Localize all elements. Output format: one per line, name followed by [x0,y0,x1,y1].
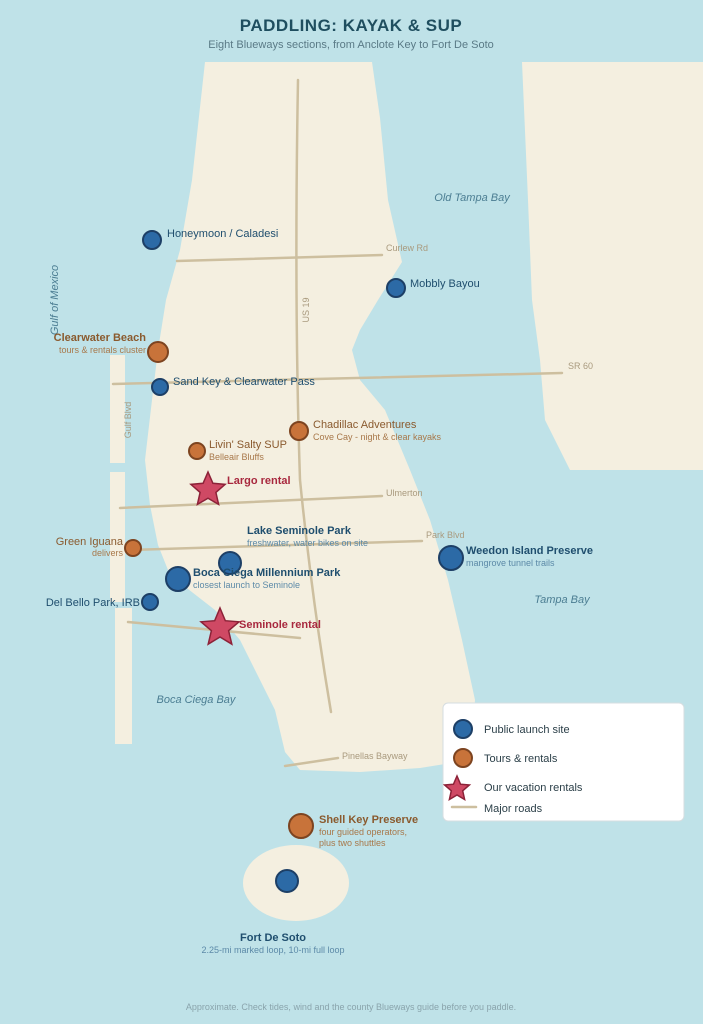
note-chadillac: Cove Cay - night & clear kayaks [313,432,442,442]
legend-roads-label: Major roads [484,803,543,815]
marker-mobbly-bayou[interactable] [386,278,406,298]
barrier-island-south [115,608,132,744]
label-green-iguana: Green Iguana [56,536,124,548]
marker-seminole-rental[interactable] [199,606,241,646]
road-sr60 [111,371,564,386]
water-boca-ciega-bay: Boca Ciega Bay [157,694,237,706]
note-weedon-island: mangrove tunnel trails [466,558,555,568]
legend-rentals-label: Our vacation rentals [484,782,583,794]
marker-boca-ciega[interactable] [165,566,191,592]
label-largo-rental: Largo rental [227,475,291,487]
barrier-island-middle [110,472,125,602]
legend-rentals-icon [442,774,472,802]
note-fort-de-soto: 2.25-mi marked loop, 10-mi full loop [201,945,344,955]
marker-fort-de-soto[interactable] [275,869,299,893]
road-park-blvd [128,539,424,552]
label-seminole-rental: Seminole rental [239,619,321,631]
label-weedon-island: Weedon Island Preserve [466,545,593,557]
marker-sand-key[interactable] [151,378,169,396]
label-boca-ciega: Boca Ciega Millennium Park [193,567,341,579]
road-label-bayway: Pinellas Bayway [342,751,408,761]
label-lake-seminole: Lake Seminole Park [247,525,352,537]
marker-clearwater-beach[interactable] [147,341,169,363]
label-livin-salty: Livin' Salty SUP [209,439,287,451]
road-label-us19: US 19 [301,297,311,322]
note-shell-key-1: four guided operators, [319,827,407,837]
note-clearwater-beach: tours & rentals cluster [59,345,146,355]
road-label-ulmerton: Ulmerton [386,488,423,498]
road-curlew [175,253,384,263]
marker-livin-salty[interactable] [188,442,206,460]
map-title: PADDLING: KAYAK & SUP [240,16,462,35]
water-gulf-of-mexico: Gulf of Mexico [49,265,61,335]
road-ulmerton [118,494,384,510]
road-label-park-blvd: Park Blvd [426,530,465,540]
label-fort-de-soto: Fort De Soto [240,932,306,944]
marker-del-bello[interactable] [141,593,159,611]
legend: Public launch site Tours & rentals Our v… [442,702,685,822]
note-green-iguana: delivers [92,548,124,558]
pinellas-peninsula [145,62,475,772]
label-del-bello: Del Bello Park, IRB [46,597,140,609]
water-tampa-bay: Tampa Bay [534,594,591,606]
label-clearwater-beach: Clearwater Beach [54,332,147,344]
label-sand-key: Sand Key & Clearwater Pass [173,376,315,388]
road-us19 [295,78,333,714]
water-old-tampa-bay: Old Tampa Bay [434,192,511,204]
legend-tours-label: Tours & rentals [484,753,558,765]
marker-chadillac[interactable] [289,421,309,441]
road-label-sr60: SR 60 [568,361,593,371]
marker-weedon-island[interactable] [438,545,464,571]
marker-lake-seminole[interactable] [218,551,242,575]
note-shell-key-2: plus two shuttles [319,838,386,848]
tampa-mainland [522,62,703,470]
legend-public-icon [453,719,473,739]
legend-tours-icon [453,748,473,768]
label-honeymoon: Honeymoon / Caladesi [167,228,278,240]
road-bayway [283,756,340,768]
marker-green-iguana[interactable] [124,539,142,557]
legend-box [442,702,685,822]
note-boca-ciega: closest launch to Seminole [193,580,300,590]
note-livin-salty: Belleair Bluffs [209,452,264,462]
label-shell-key: Shell Key Preserve [319,814,418,826]
marker-largo-rental[interactable] [189,470,227,506]
marker-honeymoon[interactable] [142,230,162,250]
label-chadillac: Chadillac Adventures [313,419,417,431]
note-lake-seminole: freshwater, water bikes on site [247,538,368,548]
label-mobbly-bayou: Mobbly Bayou [410,278,480,290]
barrier-island-north [110,355,125,463]
road-label-curlew: Curlew Rd [386,243,428,253]
marker-shell-key[interactable] [288,813,314,839]
road-label-gulf-blvd: Gulf Blvd [123,402,133,439]
legend-public-label: Public launch site [484,724,570,736]
map-subtitle: Eight Blueways sections, from Anclote Ke… [208,39,494,51]
footer-note: Approximate. Check tides, wind and the c… [186,1002,516,1012]
